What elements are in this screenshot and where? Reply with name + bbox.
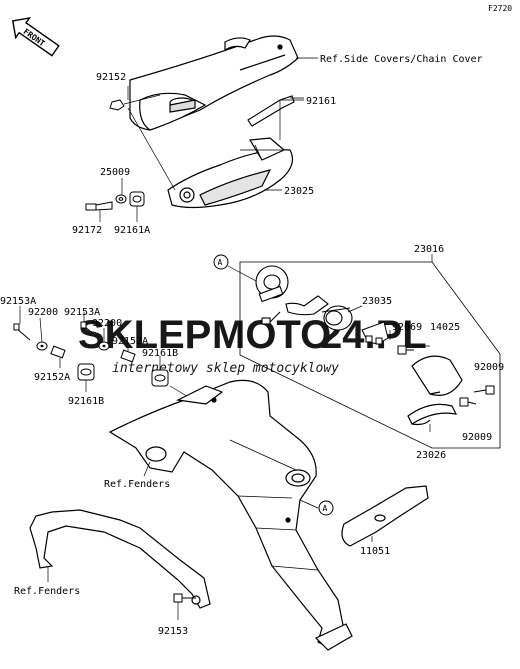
bracket-92161-icon	[247, 95, 304, 127]
leader-lines-right	[347, 254, 433, 432]
tail-light-housing-23025	[167, 137, 293, 209]
rear-fender-bracket	[108, 379, 353, 651]
collar-92152a-left-icon	[50, 345, 66, 359]
part-labels: Ref.Side Covers/Chain Cover 92152 92161 …	[0, 54, 504, 637]
label-92161b-left: 92161B	[68, 396, 104, 407]
screw-92009-right-icon	[473, 385, 495, 395]
label-92153a-mid: 92153A	[64, 307, 100, 318]
circle-a-top: A	[213, 254, 259, 283]
lens-23035-icon	[321, 305, 353, 331]
label-92161-top: 92161	[306, 96, 336, 107]
washer-92200-mid-icon	[98, 341, 110, 351]
label-ref-side-covers: Ref.Side Covers/Chain Cover	[320, 54, 483, 65]
label-ref-fenders-mid: Ref.Fenders	[104, 479, 170, 490]
label-92172: 92172	[72, 225, 102, 236]
label-92009-b: 92009	[462, 432, 492, 443]
label-92200-mid: 92200	[92, 318, 122, 329]
bolt-92172-icon	[85, 201, 113, 211]
clip-92069-icon	[361, 321, 389, 345]
watermark-brand-left: SKLEP	[78, 313, 211, 357]
label-23025: 23025	[284, 186, 314, 197]
seat-cowl-assembly	[129, 35, 299, 131]
label-ref-fenders-left: Ref.Fenders	[14, 586, 80, 597]
circle-a-bottom: A	[299, 499, 334, 516]
label-92161b-mid: 92161B	[142, 348, 178, 359]
grommet-92161b-left-icon	[77, 363, 95, 381]
screw-92009-lower-icon	[459, 397, 477, 407]
watermark-tagline: internetowy sklep motocyklowy	[112, 361, 339, 376]
label-23035: 23035	[362, 296, 392, 307]
nut-92152-icon	[109, 94, 161, 111]
grommet-92161a-icon	[129, 191, 145, 207]
screw-92153a-left-icon	[13, 323, 31, 341]
collar-92152a-mid-icon	[120, 349, 136, 363]
label-92153: 92153	[158, 626, 188, 637]
label-92152a-mid: 92152A	[112, 336, 148, 347]
lens-23026-icon	[407, 403, 458, 426]
washer-25009-icon	[115, 194, 127, 204]
leader-lines-top	[99, 57, 318, 222]
leader-lines-lower	[47, 461, 373, 620]
label-92153a-left: 92153A	[0, 296, 36, 307]
figure-code: F2720	[488, 4, 512, 13]
washer-92200-left-icon	[36, 341, 48, 351]
label-92069: 92069	[392, 322, 422, 333]
screw-92009-upper-icon	[397, 345, 414, 355]
label-11051: 11051	[360, 546, 390, 557]
label-92200-left: 92200	[28, 307, 58, 318]
socket-holder-icon	[255, 265, 329, 325]
label-92152a-left: 92152A	[34, 372, 70, 383]
label-14025: 14025	[430, 322, 460, 333]
label-25009: 25009	[100, 167, 130, 178]
screw-92153a-mid-icon	[80, 321, 97, 337]
circle-a-top-label: A	[218, 258, 223, 267]
label-92152: 92152	[96, 72, 126, 83]
grommet-92161b-mid-icon	[151, 369, 169, 387]
label-23016: 23016	[414, 244, 444, 255]
cover-14025-icon	[411, 355, 463, 396]
front-arrow-icon: FRONT	[11, 16, 60, 57]
circle-a-bottom-label: A	[323, 504, 328, 513]
label-92161a: 92161A	[114, 225, 150, 236]
label-92009-a: 92009	[474, 362, 504, 373]
label-23026: 23026	[416, 450, 446, 461]
license-light-mount-11051	[341, 485, 429, 547]
